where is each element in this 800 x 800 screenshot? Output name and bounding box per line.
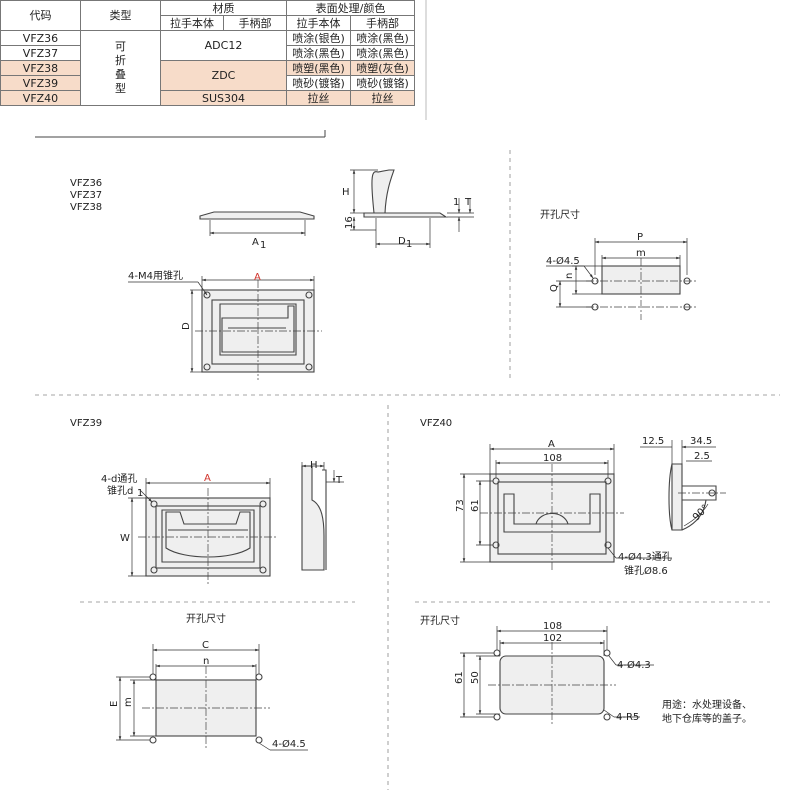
vfz39-drawing: VFZ39 A W 4-d通孔 锥孔d 1 H T bbox=[70, 418, 344, 584]
table-row: VFZ37 喷涂(黑色) 喷涂(黑色) bbox=[0, 45, 415, 61]
model-label: VFZ39 bbox=[70, 418, 102, 429]
dim-12-5: 12.5 bbox=[642, 436, 664, 447]
dim-16: 16 bbox=[344, 216, 355, 229]
dim-34-5: 34.5 bbox=[690, 436, 712, 447]
row-code: VFZ38 bbox=[0, 60, 81, 76]
radius-note: 4-R5 bbox=[616, 712, 639, 723]
finish-body-cell: 拉丝 bbox=[286, 90, 351, 106]
usage-note-2: 地下仓库等的盖子。 bbox=[662, 712, 752, 725]
row-code: VFZ36 bbox=[0, 30, 81, 46]
cutout-title: 开孔尺寸 bbox=[420, 614, 460, 627]
type-char: 型 bbox=[115, 82, 126, 95]
model-label: VFZ40 bbox=[420, 418, 452, 429]
dim-a: A bbox=[548, 439, 555, 450]
dim-n: n bbox=[203, 656, 209, 667]
vfz40-drawing: VFZ40 A 108 73 61 4-Ø4.3通孔 锥孔Ø8.6 bbox=[420, 418, 726, 577]
dim-108: 108 bbox=[543, 453, 562, 464]
hole-note-2-sub: 1 bbox=[137, 488, 143, 499]
cutout-3-drawing: 开孔尺寸 108 102 61 50 4-Ø4.3 4-R5 用途：水处理设备、… bbox=[420, 614, 752, 726]
top-view: A D 4-M4用锥孔 bbox=[128, 270, 322, 380]
dim-a: A bbox=[254, 272, 261, 283]
dim-m: m bbox=[123, 697, 134, 707]
model-label: VFZ38 bbox=[70, 202, 102, 213]
front-view-profile: A 1 bbox=[199, 211, 315, 251]
header-material: 材质 bbox=[160, 0, 287, 16]
hole-note: 4-Ø4.5 bbox=[546, 255, 580, 267]
dim-w: W bbox=[120, 533, 130, 544]
hole-note: 4-Ø4.5 bbox=[272, 738, 306, 750]
dim-d1: D bbox=[398, 236, 406, 247]
dim-h: H bbox=[310, 460, 318, 471]
dim-m: m bbox=[636, 248, 646, 259]
cutout-2-drawing: 开孔尺寸 C n E m 4-Ø4.5 bbox=[109, 612, 308, 751]
dim-n: n bbox=[564, 273, 575, 279]
dim-q: Q bbox=[549, 284, 560, 292]
hole-note-1: 4-Ø4.3通孔 bbox=[618, 551, 672, 563]
dim-2-5: 2.5 bbox=[694, 451, 710, 462]
header-material-body: 拉手本体 bbox=[160, 15, 224, 31]
header-material-handle: 手柄部 bbox=[223, 15, 287, 31]
dim-a1-sub: 1 bbox=[260, 240, 266, 251]
type-char: 叠 bbox=[115, 68, 126, 81]
dim-e: E bbox=[109, 701, 120, 707]
row-code: VFZ40 bbox=[0, 90, 81, 106]
material-cell: SUS304 bbox=[160, 90, 287, 106]
finish-handle-cell: 喷塑(灰色) bbox=[350, 60, 415, 76]
table-row: VFZ40 SUS304 拉丝 拉丝 bbox=[0, 90, 415, 106]
vfz36-38-drawing: VFZ36 VFZ37 VFZ38 A 1 H 16 D 1 bbox=[70, 169, 474, 380]
material-cell: ZDC bbox=[160, 60, 287, 91]
dim-p: P bbox=[637, 232, 643, 243]
cutout-1-drawing: 开孔尺寸 P m Q n 4-Ø4.5 bbox=[540, 208, 696, 320]
dim-61: 61 bbox=[470, 499, 481, 512]
dim-50: 50 bbox=[470, 671, 481, 684]
dim-c: C bbox=[202, 640, 209, 651]
table-row: VFZ36 可 折 叠 型 ADC12 喷涂(银色) 喷涂(黑色) bbox=[0, 30, 415, 106]
spec-table: 代码 类型 材质 表面处理/颜色 拉手本体 手柄部 拉手本体 手柄部 VFZ36… bbox=[0, 0, 415, 106]
dim-108: 108 bbox=[543, 621, 562, 632]
dim-d1-sub: 1 bbox=[406, 239, 412, 250]
hole-note-2: 锥孔Ø8.6 bbox=[624, 565, 668, 577]
hole-note: 4-Ø4.3 bbox=[617, 659, 651, 671]
finish-handle-cell: 拉丝 bbox=[350, 90, 415, 106]
model-label: VFZ37 bbox=[70, 190, 102, 201]
model-label: VFZ36 bbox=[70, 178, 102, 189]
dim-61: 61 bbox=[454, 671, 465, 684]
type-char: 可 bbox=[115, 40, 126, 53]
dim-a: A bbox=[204, 473, 211, 484]
angle-90: 90° bbox=[691, 503, 711, 523]
header-code: 代码 bbox=[0, 0, 81, 31]
dim-a1: A bbox=[252, 237, 259, 248]
dim-73: 73 bbox=[455, 499, 466, 512]
header-finish: 表面处理/颜色 bbox=[286, 0, 415, 16]
cutout-title: 开孔尺寸 bbox=[540, 208, 580, 221]
dim-1: 1 bbox=[453, 197, 459, 208]
material-cell: ADC12 bbox=[160, 30, 287, 61]
hole-note: 4-M4用锥孔 bbox=[128, 270, 183, 282]
usage-note-1: 用途：水处理设备、 bbox=[662, 698, 752, 711]
type-char: 折 bbox=[115, 54, 126, 67]
hole-note-2: 锥孔d bbox=[107, 485, 133, 497]
side-view: H 16 D 1 1 T bbox=[342, 169, 474, 250]
dim-h: H bbox=[342, 187, 350, 198]
dim-t: T bbox=[335, 475, 343, 486]
row-code: VFZ39 bbox=[0, 75, 81, 91]
dim-102: 102 bbox=[543, 633, 562, 644]
dim-t: T bbox=[464, 197, 472, 208]
hole-note-1: 4-d通孔 bbox=[101, 473, 137, 485]
section-separators bbox=[35, 0, 780, 790]
finish-body-cell: 喷涂(黑色) bbox=[286, 45, 351, 61]
dim-d: D bbox=[181, 322, 192, 330]
cutout-title: 开孔尺寸 bbox=[186, 612, 226, 625]
